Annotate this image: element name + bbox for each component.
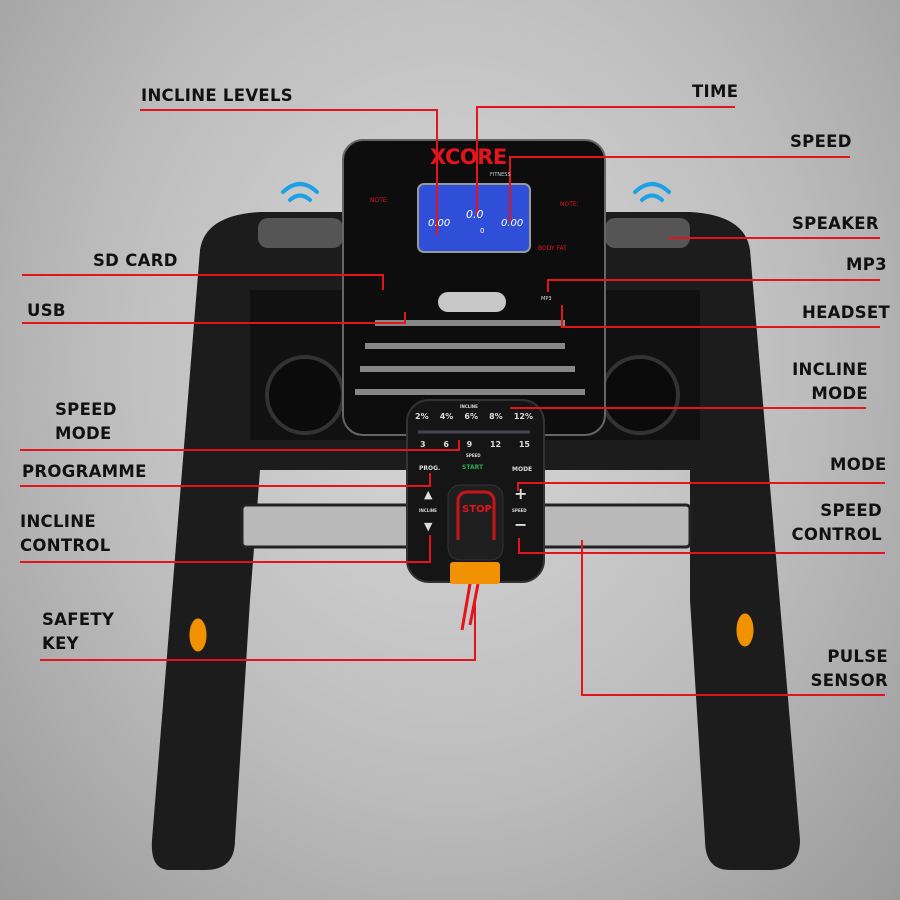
mp3-port-label: MP3 (541, 296, 552, 302)
pulse-grip-right (538, 503, 692, 549)
cup-holder-right (600, 355, 680, 435)
speed-6-button[interactable]: 6 (443, 440, 449, 449)
pulse-grip-left (240, 503, 414, 549)
label-pulse-sensor: PULSE SENSOR (800, 645, 888, 693)
incline-title: INCLINE (460, 404, 478, 409)
stop-button[interactable]: STOP (462, 504, 492, 515)
program-icons (355, 320, 585, 395)
label-speed-mode: SPEED MODE (55, 398, 117, 446)
label-sd-card: SD CARD (93, 251, 178, 270)
lcd-right: 0.00 (501, 218, 524, 229)
label-speed-control-line2: CONTROL (791, 525, 882, 544)
label-time: TIME (692, 82, 739, 101)
speaker-right (605, 218, 690, 248)
lcd-bottom: 0 (480, 227, 485, 235)
label-safety-key: SAFETY KEY (42, 608, 114, 656)
label-pulse-sensor-line1: PULSE (827, 647, 888, 666)
label-speaker: SPEAKER (792, 214, 879, 233)
speed-15-button[interactable]: 15 (518, 440, 530, 449)
label-mp3: MP3 (846, 255, 887, 274)
label-incline-levels: INCLINE LEVELS (141, 86, 293, 105)
incline-knob-right (735, 612, 755, 648)
brand-name: XCORE (430, 145, 507, 169)
lcd-center: 0.0 (466, 208, 484, 221)
incline-2-button[interactable]: 2% (415, 412, 429, 421)
safety-key[interactable] (450, 562, 500, 584)
label-speed-mode-line2: MODE (55, 424, 112, 443)
label-incline-mode-line1: INCLINE (792, 360, 868, 379)
start-button[interactable]: START (462, 464, 484, 471)
label-incline-control: INCLINE CONTROL (20, 510, 111, 558)
label-speed-control-line1: SPEED (820, 501, 882, 520)
speed-9-button[interactable]: 9 (466, 440, 473, 449)
cup-holder-left (265, 355, 345, 435)
label-speed-mode-line1: SPEED (55, 400, 117, 419)
wifi-icon (281, 182, 671, 202)
incline-level-buttons: 2% 4% 6% 8% 12% (415, 412, 533, 421)
incline-8-button[interactable]: 8% (489, 412, 503, 421)
label-speed-control: SPEED CONTROL (790, 499, 882, 547)
stop-button-outline (456, 490, 496, 540)
label-safety-key-line2: KEY (42, 634, 79, 653)
incline-4-button[interactable]: 4% (439, 412, 454, 421)
label-pulse-sensor-line2: SENSOR (810, 671, 888, 690)
incline-knob-left (188, 617, 208, 653)
lcd-left: 0.00 (428, 218, 451, 229)
stop-button-housing (447, 484, 504, 561)
media-controls[interactable] (438, 292, 506, 312)
speaker-left (258, 218, 343, 248)
body-fat-label: BODY FAT (538, 245, 567, 252)
incline-12-button[interactable]: 12% (513, 412, 533, 421)
speed-plus-button[interactable]: + (514, 484, 528, 503)
brand-logo: XCORE (430, 145, 507, 169)
speed-level-buttons: 3 6 9 12 15 (420, 440, 530, 449)
leader-lines (20, 106, 885, 696)
incline-ctrl-label: INCLINE (419, 508, 437, 513)
incline-up-button[interactable]: ▲ (424, 488, 433, 501)
speed-minus-button[interactable]: − (514, 515, 528, 534)
label-incline-mode: INCLINE MODE (790, 358, 868, 406)
note-left: NOTE: (370, 197, 389, 204)
speed-title: SPEED (466, 453, 481, 458)
lcd-display (417, 183, 531, 253)
label-programme: PROGRAMME (22, 462, 147, 481)
mode-button[interactable]: MODE (512, 466, 533, 473)
label-usb: USB (27, 301, 66, 320)
label-speed: SPEED (790, 132, 852, 151)
brand-sub: FITNESS (490, 172, 511, 178)
label-incline-control-line1: INCLINE (20, 512, 96, 531)
incline-6-button[interactable]: 6% (464, 412, 478, 421)
label-incline-control-line2: CONTROL (20, 536, 111, 555)
label-headset: HEADSET (802, 303, 891, 322)
prog-button[interactable]: PROG. (419, 465, 441, 472)
note-right: NOTE: (560, 201, 579, 208)
speed-12-button[interactable]: 12 (489, 440, 502, 449)
label-incline-mode-line2: MODE (811, 384, 868, 403)
speed-3-button[interactable]: 3 (420, 440, 426, 449)
label-safety-key-line1: SAFETY (42, 610, 115, 629)
label-mode: MODE (830, 455, 887, 474)
incline-down-button[interactable]: ▼ (424, 520, 433, 533)
speed-ctrl-label: SPEED (512, 508, 527, 513)
